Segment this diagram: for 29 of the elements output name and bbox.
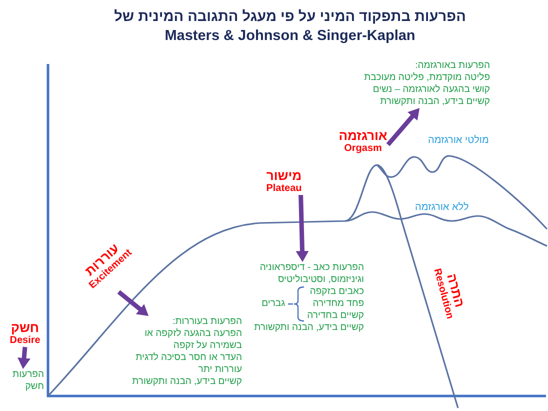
disorder-heading: הפרעות כאב - דיספראוניה וגיניזמוס, וסטיבוליטיס xyxy=(258,262,364,286)
disorder-item: פליטה מוקדמת, פליטה מעוכבת xyxy=(364,72,490,84)
disorder-heading: הפרעות באורגזמה: xyxy=(415,60,490,72)
arrow xyxy=(117,290,149,316)
phase-name: חשק xyxy=(10,320,40,335)
arrow xyxy=(296,194,309,262)
phase-name-english: Orgasm xyxy=(344,143,382,155)
disorder-item: קושי בהגעה לאורגזמה – נשים xyxy=(372,84,490,96)
phase-name: מישור xyxy=(266,168,302,183)
disorder-heading: הפרעות חשק xyxy=(12,369,44,393)
disorder-item: עוררות יתר xyxy=(198,364,242,376)
phase-name: אורגזמה xyxy=(338,128,388,143)
disorder-item: קשיים בידע, הבנה ותקשורת xyxy=(132,376,242,388)
disorder-item: קשיים בידע, הבנה ותקשורת xyxy=(254,322,364,334)
disorder-item: קשיים בידע, הבנה ותקשורת xyxy=(380,96,490,108)
disorder-item: פחד מחדירה xyxy=(312,298,364,310)
arrow xyxy=(386,108,420,146)
phase-name-english: Plateau xyxy=(266,183,302,195)
disorder-item: קשיים בחדירה xyxy=(307,310,364,322)
disorder-heading: הפרעות בעוררות: xyxy=(172,316,242,328)
phase-name-english: Desire xyxy=(10,335,40,347)
disorder-item: העדר או חסר בסיכה לדגית xyxy=(136,352,242,364)
disorder-item: גברים xyxy=(262,298,286,310)
curve-label: ללא אורגזמה xyxy=(415,202,469,214)
diagram-title: הפרעות בתפקוד המיני על פי מעגל התגובה המינית של Masters & Johnson & Singer-Kaplan xyxy=(113,8,467,46)
disorder-item: הפרעה בהגעה לזקפה או בשמירה על זקפה xyxy=(144,328,242,352)
curve-label: מולטי אורגזמה xyxy=(428,135,489,147)
disorder-item: כאבים בזקפה xyxy=(310,286,364,298)
arrow xyxy=(18,346,30,369)
